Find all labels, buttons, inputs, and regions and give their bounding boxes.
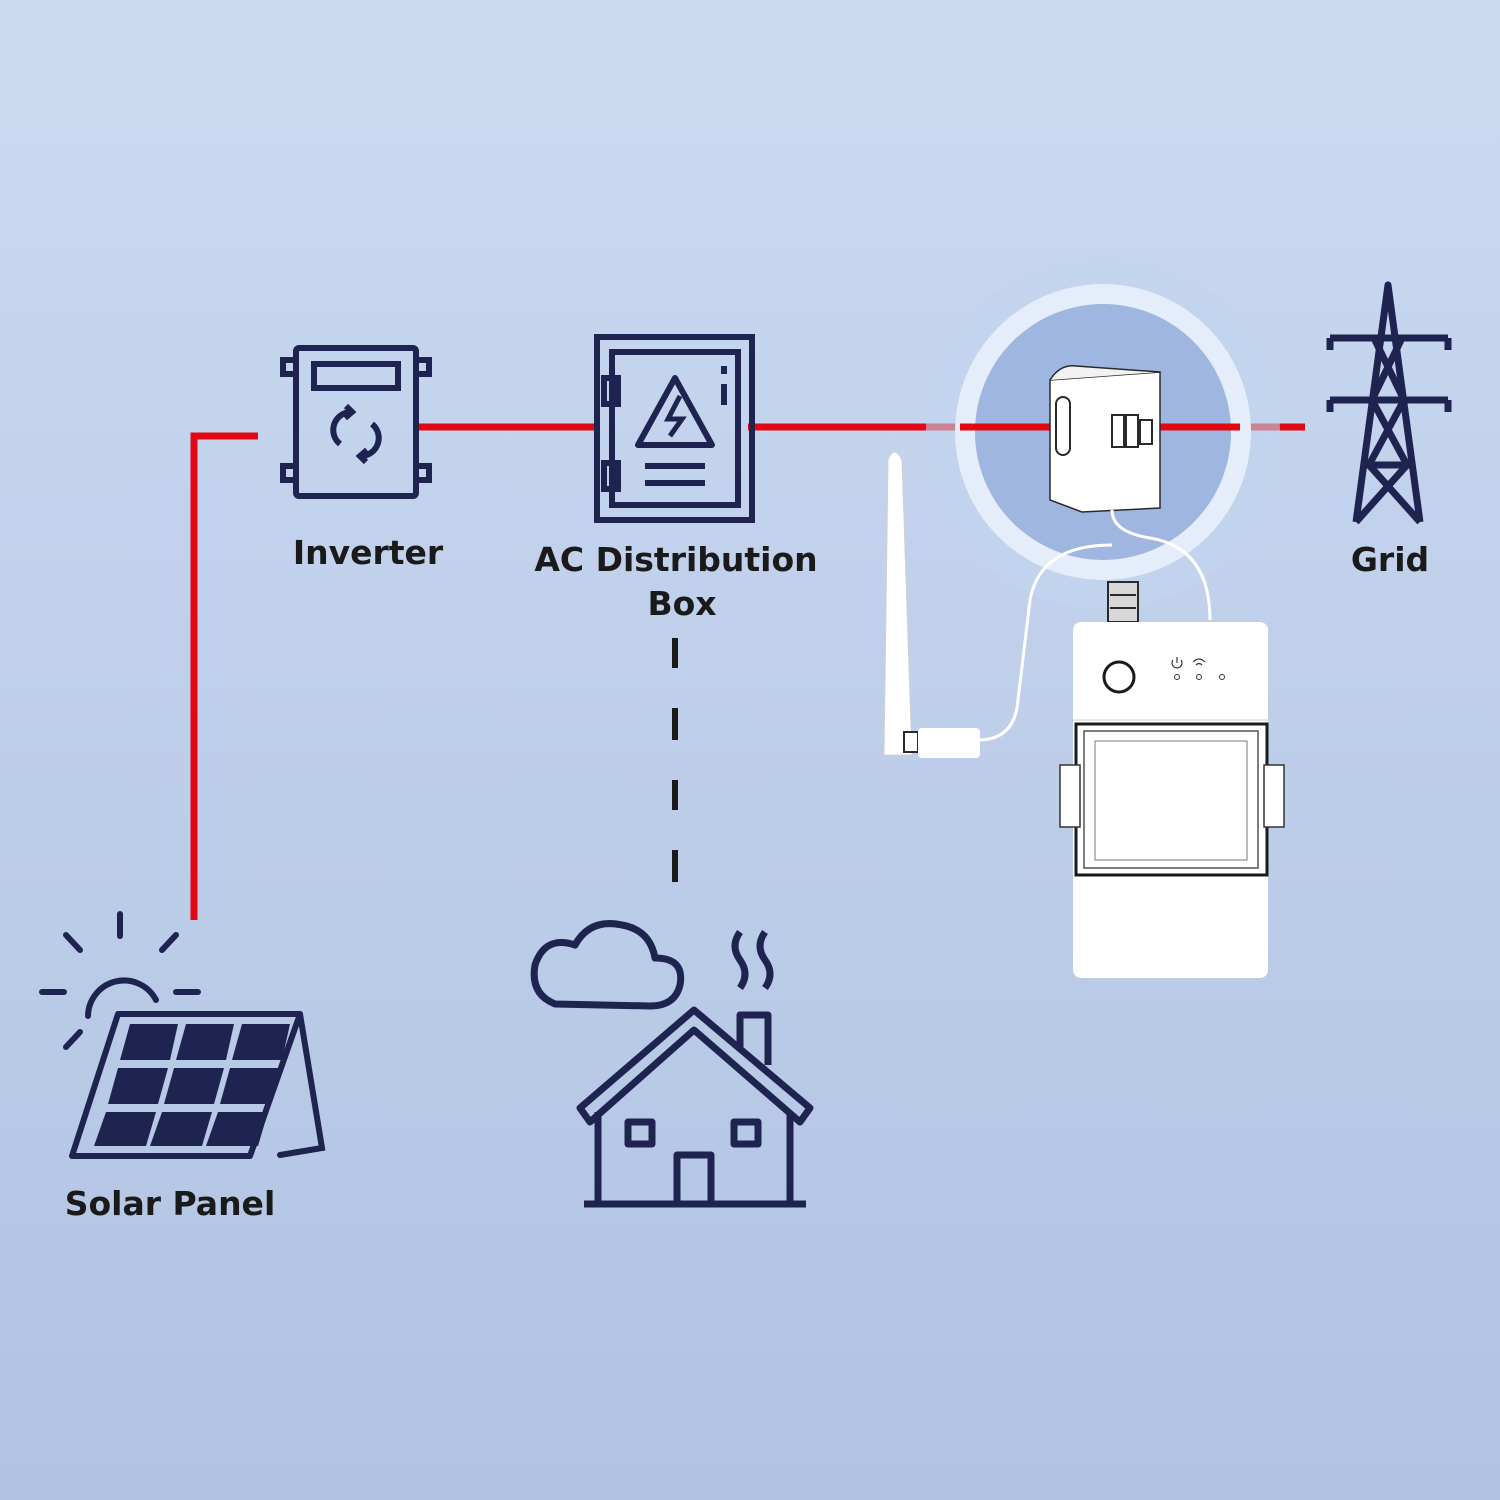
ac-box-label-line2: Box [647, 584, 717, 623]
power-tower-icon [1326, 281, 1452, 525]
distribution-box-icon [594, 334, 755, 523]
current-clamp-icon [1049, 365, 1161, 513]
device-cables [977, 509, 1212, 742]
solar-panel-label: Solar Panel [64, 1184, 276, 1223]
solar-panel-icon [39, 911, 326, 1159]
house-icon [530, 920, 814, 1208]
ac-box-label-line1: AC Distribution [534, 540, 818, 579]
inverter-label: Inverter [292, 533, 444, 572]
antenna-icon [883, 451, 980, 758]
inverter-icon [280, 345, 432, 499]
grid-label: Grid [1350, 540, 1430, 579]
power-meter-device [1059, 581, 1285, 978]
